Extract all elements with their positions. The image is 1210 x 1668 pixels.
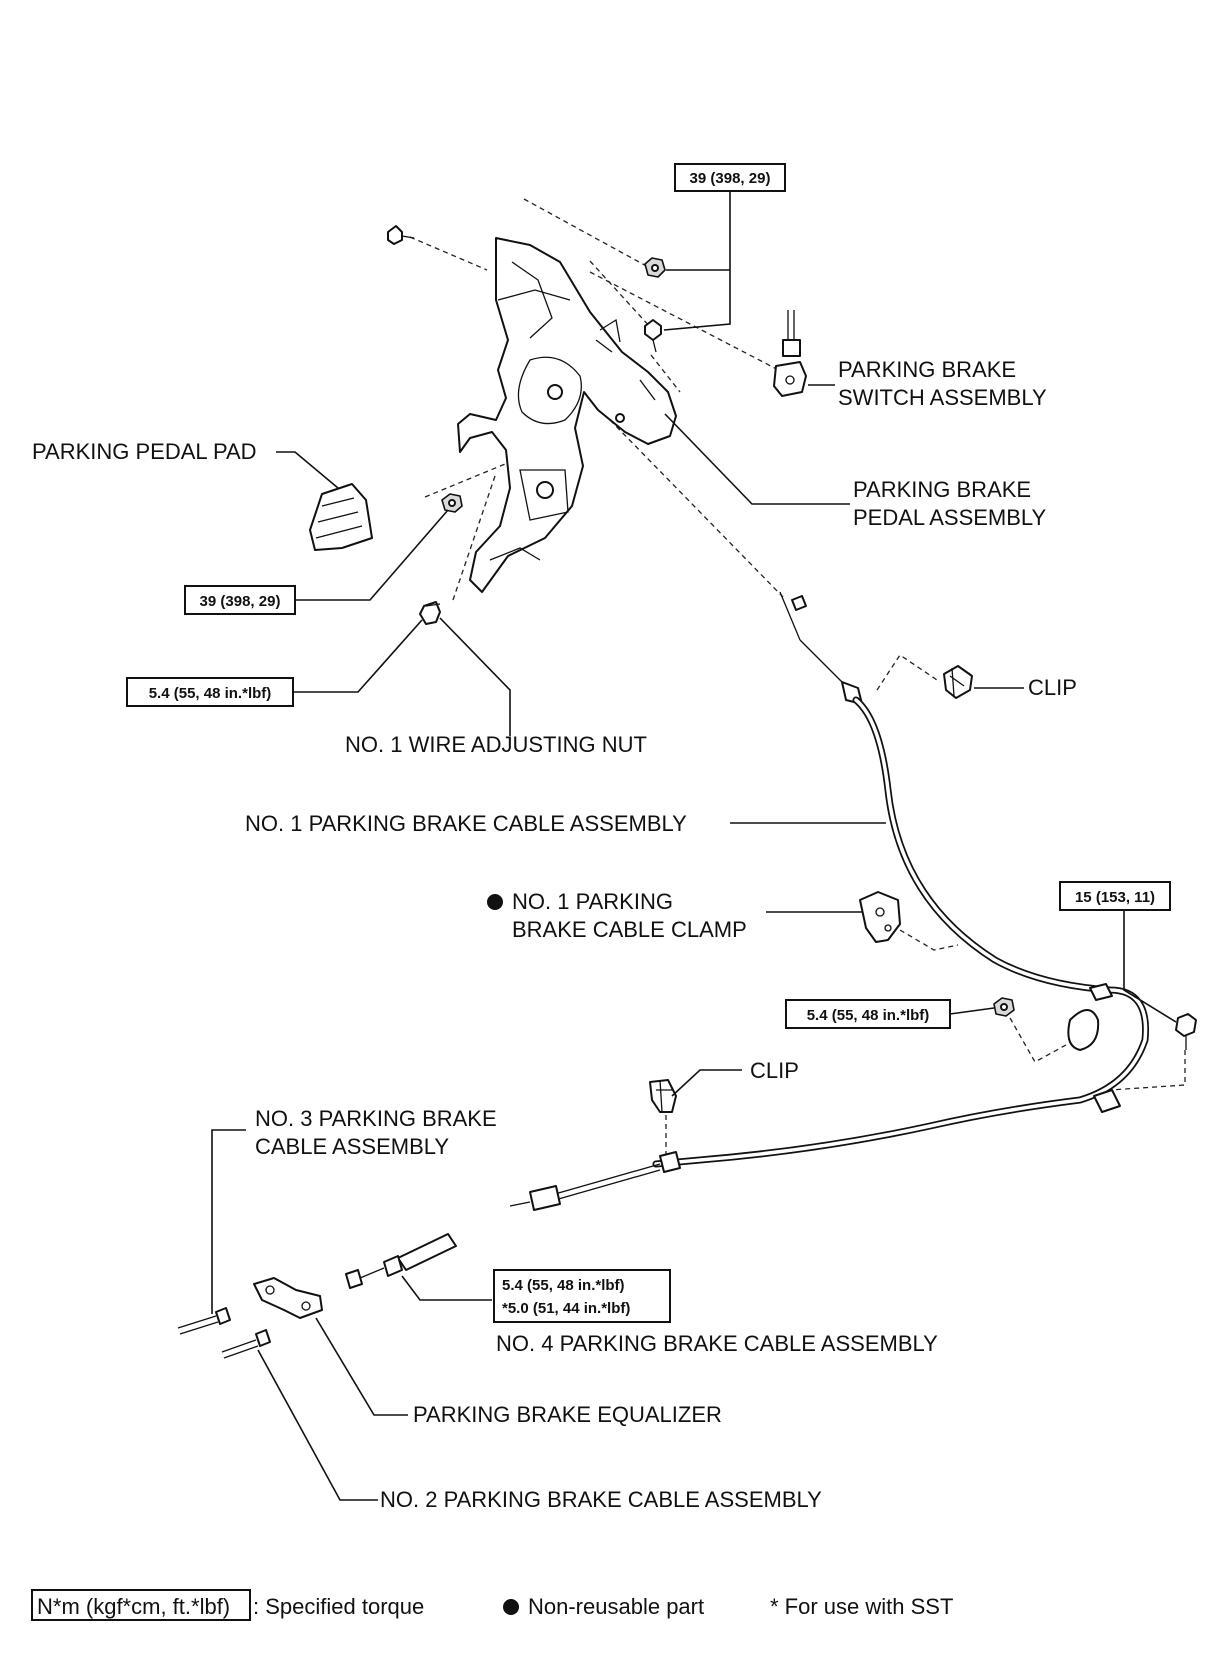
label-pedal-line2: PEDAL ASSEMBLY [853, 505, 1047, 530]
torque-spec-clamp-nut: 5.4 (55, 48 in.*lbf) [785, 999, 951, 1029]
label-no2-cable: NO. 2 PARKING BRAKE CABLE ASSEMBLY [380, 1487, 822, 1512]
label-clip-upper: CLIP [1028, 675, 1077, 700]
torque-text-clamp-nut: 5.4 (55, 48 in.*lbf) [807, 1007, 930, 1024]
torque-text-pedal-nut: 39 (398, 29) [200, 593, 281, 610]
label-pedal-pad: PARKING PEDAL PAD [32, 439, 257, 464]
torque-spec-no4-cable: 5.4 (55, 48 in.*lbf) *5.0 (51, 44 in.*lb… [493, 1269, 671, 1323]
no1-parking-brake-cable-assembly [509, 591, 1150, 1211]
label-equalizer: PARKING BRAKE EQUALIZER [413, 1402, 722, 1427]
clip-lower [649, 1079, 677, 1113]
legend-bullet [503, 1599, 519, 1615]
torque-text-top-nut: 39 (398, 29) [690, 170, 771, 187]
torque-spec-adjusting-nut: 5.4 (55, 48 in.*lbf) [126, 677, 294, 707]
part-labels: PARKING BRAKE SWITCH ASSEMBLY PARKING PE… [32, 357, 1077, 1512]
parking-pedal-pad [309, 483, 373, 551]
legend-sst-text: * For use with SST [770, 1594, 953, 1619]
label-no3-line2: CABLE ASSEMBLY [255, 1134, 449, 1159]
no3-cable-end [177, 1307, 231, 1335]
bracket-bolt-lower [644, 319, 662, 353]
pedal-mounting-nut [441, 493, 463, 513]
cable-bracket [1067, 1009, 1100, 1051]
legend: N*m (kgf*cm, ft.*lbf) : Specified torque… [31, 1589, 953, 1621]
no1-parking-brake-cable-clamp [859, 891, 901, 943]
torque-text-adjusting-nut: 5.4 (55, 48 in.*lbf) [149, 685, 272, 702]
torque-text-no4-line1: 5.4 (55, 48 in.*lbf) [502, 1277, 625, 1294]
nonreusable-bullet [487, 894, 503, 910]
torque-text-no4-line2: *5.0 (51, 44 in.*lbf) [502, 1300, 630, 1317]
label-adjusting-nut: NO. 1 WIRE ADJUSTING NUT [345, 732, 647, 757]
no4-parking-brake-cable-assembly [345, 1233, 457, 1289]
clamp-bolt [1175, 1013, 1197, 1050]
mounting-bolt [387, 225, 415, 245]
label-clamp-line2: BRAKE CABLE CLAMP [512, 917, 747, 942]
clamp-nut [993, 997, 1015, 1017]
leader-lines [211, 191, 1177, 1501]
legend-torque-box-text: N*m (kgf*cm, ft.*lbf) [37, 1594, 230, 1619]
label-no1-cable: NO. 1 PARKING BRAKE CABLE ASSEMBLY [245, 811, 687, 836]
label-no4-cable: NO. 4 PARKING BRAKE CABLE ASSEMBLY [496, 1331, 938, 1356]
torque-spec-clamp-bolt: 15 (153, 11) [1059, 881, 1171, 911]
label-pedal-line1: PARKING BRAKE [853, 477, 1031, 502]
label-clip-lower: CLIP [750, 1058, 799, 1083]
legend-torque-box [31, 1589, 251, 1621]
bracket-nut-upper [644, 257, 666, 278]
dashed-assembly-lines [409, 198, 1186, 1170]
label-switch-line2: SWITCH ASSEMBLY [838, 385, 1047, 410]
no1-wire-adjusting-nut [419, 601, 441, 625]
legend-nonreusable-text: Non-reusable part [528, 1594, 704, 1619]
parking-brake-equalizer [253, 1277, 323, 1319]
torque-spec-pedal-nut: 39 (398, 29) [184, 585, 296, 615]
legend-torque-text: : Specified torque [253, 1594, 424, 1619]
parking-brake-pedal-assembly [457, 237, 677, 593]
label-no3-line1: NO. 3 PARKING BRAKE [255, 1106, 497, 1131]
label-switch-line1: PARKING BRAKE [838, 357, 1016, 382]
label-clamp-line1: NO. 1 PARKING [512, 889, 673, 914]
no2-cable-end [221, 1329, 271, 1359]
torque-spec-top-nut: 39 (398, 29) [674, 163, 786, 192]
clip-upper [943, 665, 973, 699]
parking-brake-switch-assembly [773, 310, 807, 397]
torque-text-clamp-bolt: 15 (153, 11) [1075, 889, 1155, 906]
